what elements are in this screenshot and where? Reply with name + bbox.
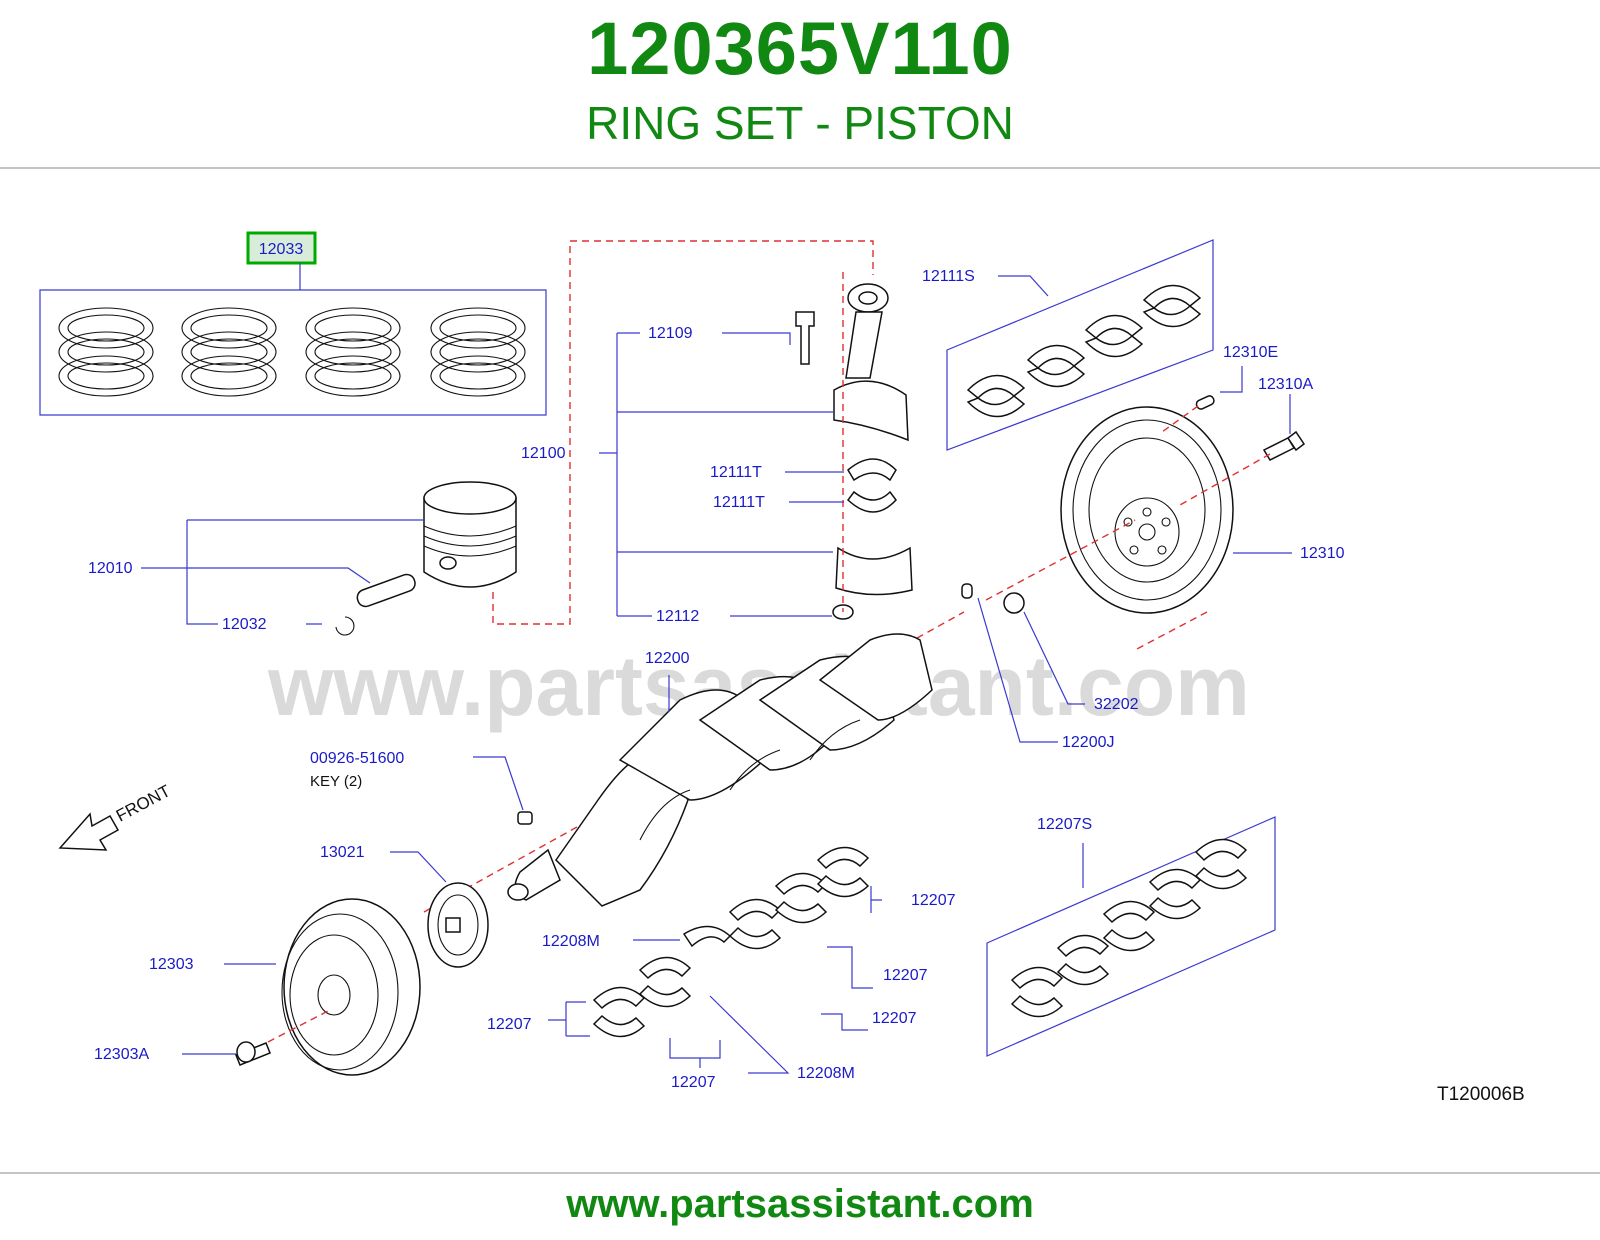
pulley-group: 13021 12303 12303A xyxy=(94,844,489,1076)
callout-12310[interactable]: 12310 xyxy=(1300,545,1345,562)
callout-12111T-upper[interactable]: 12111T xyxy=(710,464,762,481)
piston-ring-set-group: 12033 xyxy=(39,231,547,416)
callout-12310A[interactable]: 12310A xyxy=(1258,376,1313,393)
front-label: FRONT xyxy=(113,781,174,825)
callout-12207-upper-right[interactable]: 12207 xyxy=(911,892,956,909)
callout-12112[interactable]: 12112 xyxy=(656,608,699,625)
callout-12033[interactable]: 12033 xyxy=(259,241,304,258)
callout-12207-lower-right[interactable]: 12207 xyxy=(872,1010,917,1027)
callout-12303[interactable]: 12303 xyxy=(149,956,194,973)
callout-12100[interactable]: 12100 xyxy=(521,445,566,462)
front-arrow-icon xyxy=(58,812,120,851)
header-divider xyxy=(0,167,1600,169)
footer-url-link[interactable]: www.partsassistant.com xyxy=(566,1182,1034,1226)
highlight-box-12033[interactable] xyxy=(246,231,317,265)
callout-12208M-upper[interactable]: 12208M xyxy=(542,933,600,950)
callout-12207-bottom[interactable]: 12207 xyxy=(671,1074,716,1091)
main-bearings-group: 12207 12207 12207 12207 12207 12208M 122… xyxy=(487,846,956,1091)
callout-12303A[interactable]: 12303A xyxy=(94,1046,149,1063)
piston-assembly-group: 12010 12032 xyxy=(88,481,517,636)
conrod-bearing-set-group: 12111S xyxy=(922,239,1214,451)
callout-12310E[interactable]: 12310E xyxy=(1223,344,1278,361)
callout-12207-middle-right[interactable]: 12207 xyxy=(883,967,928,984)
piston-rod-centerline xyxy=(492,240,874,625)
callout-12207S[interactable]: 12207S xyxy=(1037,816,1092,833)
callout-12200[interactable]: 12200 xyxy=(645,650,690,667)
callout-12032[interactable]: 12032 xyxy=(222,616,267,633)
callout-13021[interactable]: 13021 xyxy=(320,844,365,861)
flywheel-group: 12310E 12310A 12310 xyxy=(1060,344,1345,651)
front-direction-indicator: FRONT xyxy=(58,781,174,851)
crankshaft-group: 12200 32202 12200J 00926-51600 KEY (2) xyxy=(310,519,1139,913)
key-quantity-label: KEY (2) xyxy=(310,773,362,790)
part-number-title: 120365V110 xyxy=(587,7,1013,90)
callout-12111S[interactable]: 12111S xyxy=(922,268,975,285)
callout-12200J[interactable]: 12200J xyxy=(1062,734,1115,751)
callout-12208M-lower[interactable]: 12208M xyxy=(797,1065,855,1082)
connecting-rod-group: 12109 12100 12111T 12111T 12112 xyxy=(521,272,913,625)
callout-12109[interactable]: 12109 xyxy=(648,325,693,342)
footer-divider xyxy=(0,1172,1600,1174)
main-bearing-set-group: 12207S xyxy=(986,816,1276,1057)
diagram-code: T120006B xyxy=(1437,1084,1525,1105)
callout-12111T-lower[interactable]: 12111T xyxy=(713,494,765,511)
callout-00926-51600[interactable]: 00926-51600 xyxy=(310,750,404,767)
part-name-subtitle: RING SET - PISTON xyxy=(586,97,1014,149)
callout-12207-left[interactable]: 12207 xyxy=(487,1016,532,1033)
callout-32202[interactable]: 32202 xyxy=(1094,696,1139,713)
callout-12010[interactable]: 12010 xyxy=(88,560,133,577)
